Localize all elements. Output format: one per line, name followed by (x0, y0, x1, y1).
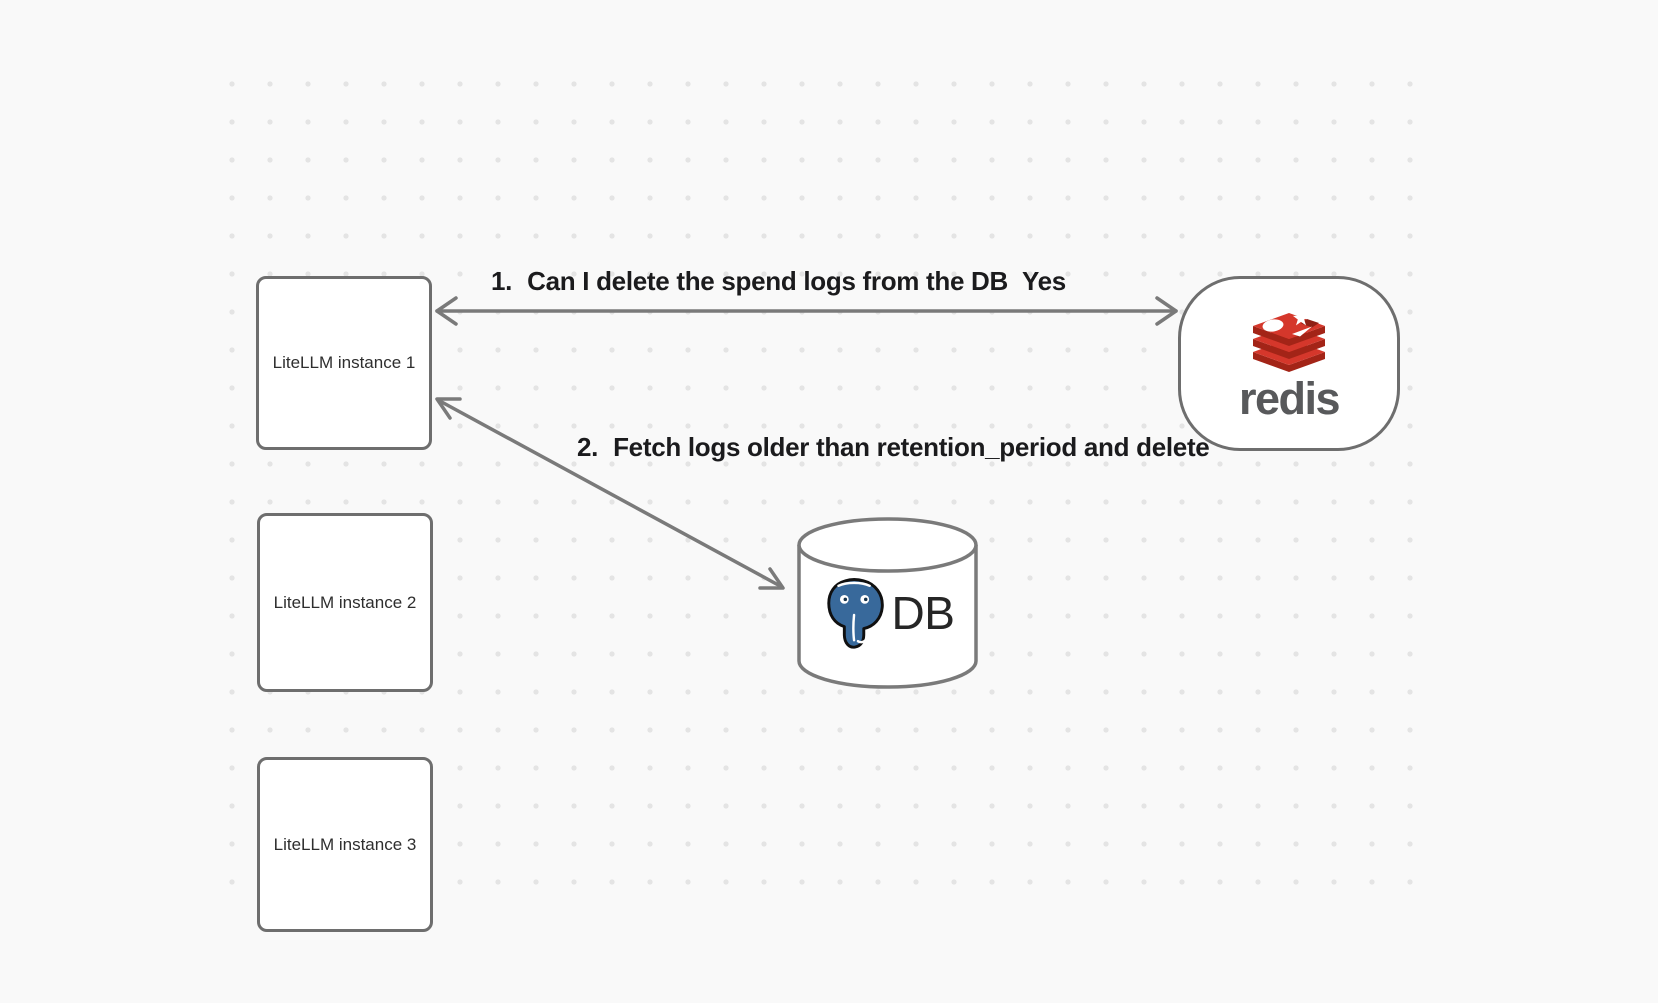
db-label: DB (891, 587, 955, 639)
litellm-instance-2-node: LiteLLM instance 2 (257, 513, 433, 692)
database-node: DB (796, 516, 979, 690)
postgresql-elephant-icon (826, 578, 884, 649)
edge-1-arrow (435, 296, 1178, 326)
edge-2-arrow (435, 397, 785, 590)
edge-2-text: Fetch logs older than retention_period a… (613, 432, 1210, 462)
litellm-instance-3-label: LiteLLM instance 3 (273, 834, 417, 854)
edge-1-number: 1. (491, 266, 513, 296)
edge-2-number: 2. (577, 432, 599, 462)
redis-stack-icon (1253, 309, 1325, 372)
edge-1-label: 1. Can I delete the spend logs from the … (491, 266, 1008, 297)
edge-1-response-label: Yes (1022, 266, 1066, 297)
litellm-instance-1-label: LiteLLM instance 1 (272, 353, 416, 372)
redis-wordmark: redis (1238, 372, 1341, 424)
litellm-instance-1-node: LiteLLM instance 1 (256, 276, 432, 450)
edge-1-response-text: Yes (1022, 266, 1066, 296)
litellm-instance-3-node: LiteLLM instance 3 (257, 757, 433, 932)
redis-node: redis (1178, 276, 1400, 451)
edge-2-label: 2. Fetch logs older than retention_perio… (577, 432, 1210, 463)
litellm-instance-2-label: LiteLLM instance 2 (273, 592, 417, 612)
edge-1-text: Can I delete the spend logs from the DB (527, 266, 1009, 296)
